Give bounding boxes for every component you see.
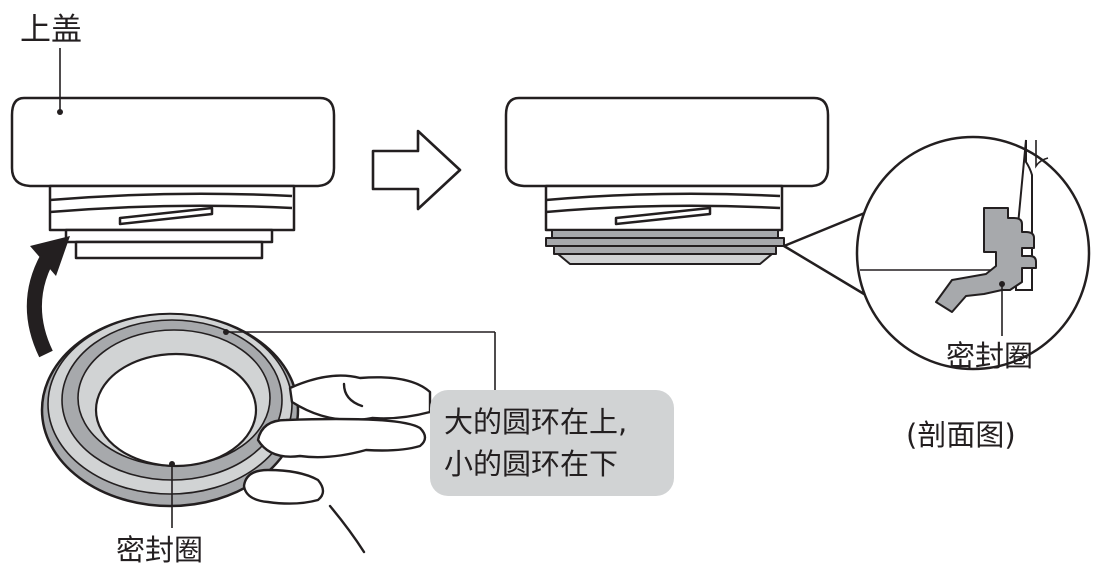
- installed-seal-ring: [545, 229, 785, 265]
- hand-thumb: [256, 417, 427, 459]
- hand-palm-edge: [342, 382, 364, 408]
- magnifier-circle: [855, 135, 1091, 371]
- insert-arrow-icon: [26, 236, 70, 358]
- instruction-line-1: 大的圆环在上,: [444, 405, 627, 439]
- thread-right-1: [545, 192, 781, 202]
- lid-cap-right: [504, 96, 830, 188]
- lid-cap-left: [10, 96, 336, 188]
- seal-detail-label: 密封圈: [946, 339, 1033, 373]
- lid-before: [10, 96, 336, 260]
- lid-label: 上盖: [20, 12, 82, 48]
- thread-right-2: [545, 204, 781, 214]
- thread-left-2: [49, 204, 293, 214]
- lid-base-left: [74, 240, 264, 260]
- seal-ring-label: 密封圈: [116, 533, 203, 567]
- lid-groove-left: [64, 228, 274, 244]
- section-view-label: (剖面图): [906, 418, 1016, 452]
- thread-right-3: [614, 206, 712, 226]
- hand-wrist: [328, 504, 366, 554]
- lid-after: [504, 96, 830, 232]
- lid-wall-profile: [1015, 139, 1033, 291]
- thread-left-1: [49, 192, 293, 202]
- lid-leader-dot: [57, 109, 63, 115]
- hand-lower-finger: [242, 468, 325, 505]
- thread-left-3: [118, 206, 214, 226]
- hand-illustration: [242, 374, 432, 554]
- hand-upper-finger: [288, 374, 432, 422]
- seal-cross-section: [935, 207, 1037, 313]
- seal-ring-loose: [40, 312, 300, 508]
- section-detail-magnifier: 密封圈: [782, 135, 1091, 373]
- transition-arrow-icon: [371, 129, 462, 211]
- instruction-line-2: 小的圆环在下: [444, 447, 618, 481]
- instruction-callout: [430, 390, 674, 496]
- lid-neck-right: [544, 184, 784, 232]
- lid-neck-left: [48, 184, 296, 232]
